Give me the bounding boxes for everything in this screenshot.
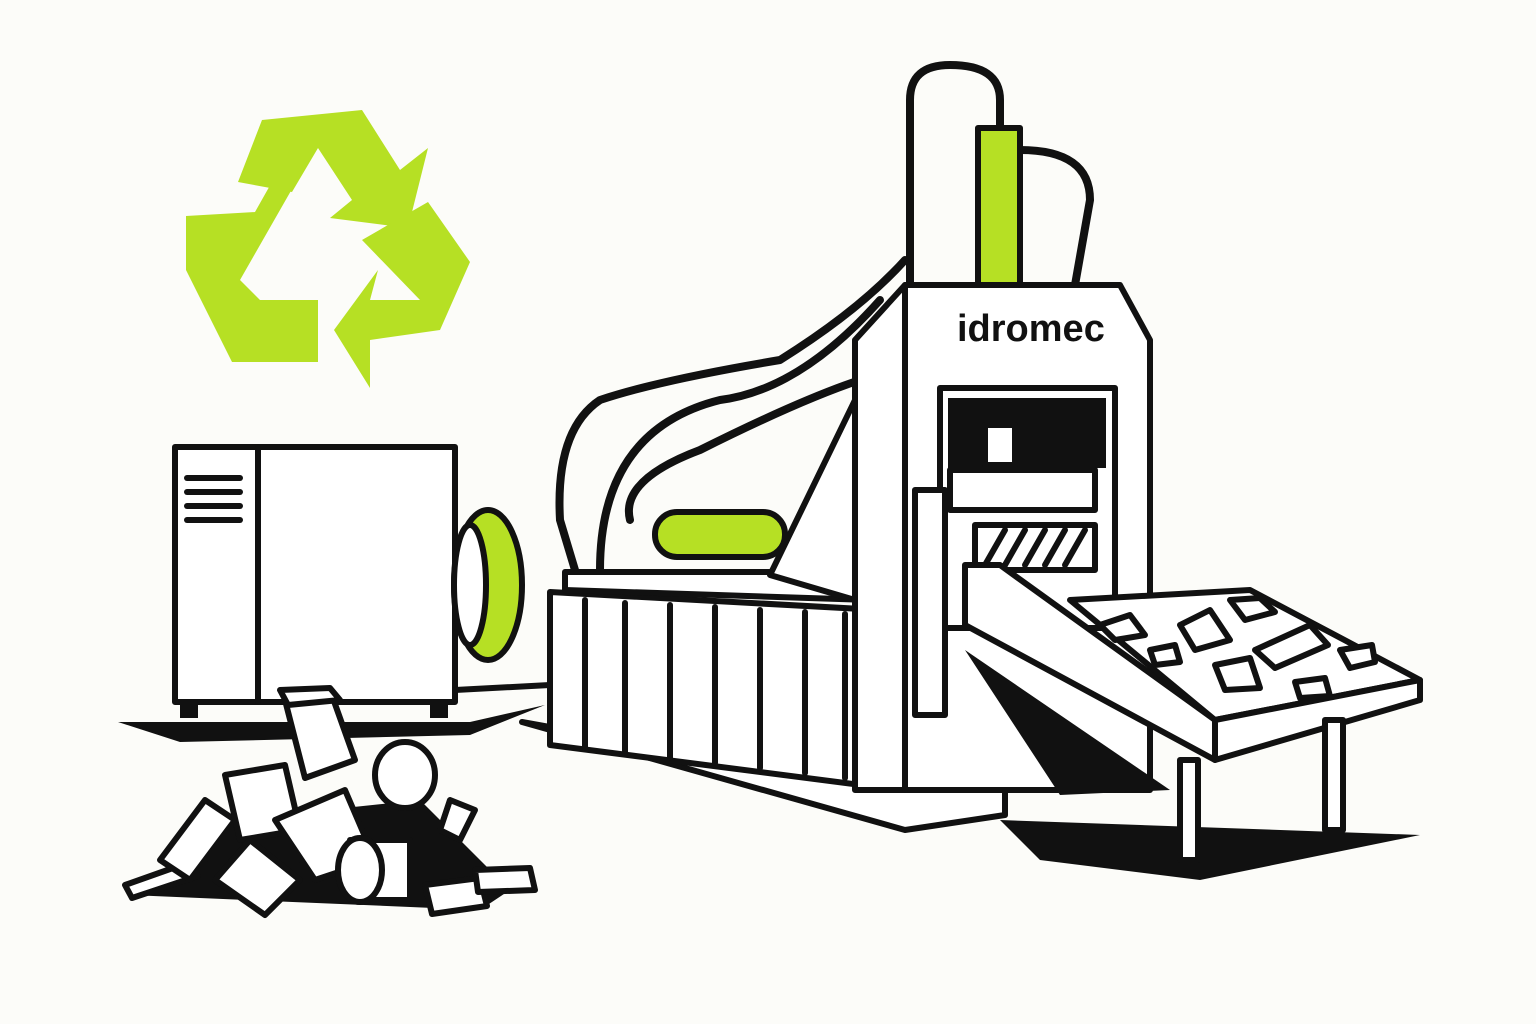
recycle-icon (186, 110, 470, 388)
discharge-conveyor (962, 562, 1423, 863)
feed-cylinder (652, 509, 788, 560)
hydraulic-cylinder (975, 125, 1023, 291)
hydraulic-hoses (555, 61, 1094, 574)
power-unit-cabinet (172, 444, 553, 718)
machine-base (519, 397, 1008, 833)
brand-label: idromec (957, 308, 1105, 350)
scrap-pile (122, 685, 538, 918)
shear-tower (852, 282, 1153, 793)
shadow (1000, 820, 1420, 880)
